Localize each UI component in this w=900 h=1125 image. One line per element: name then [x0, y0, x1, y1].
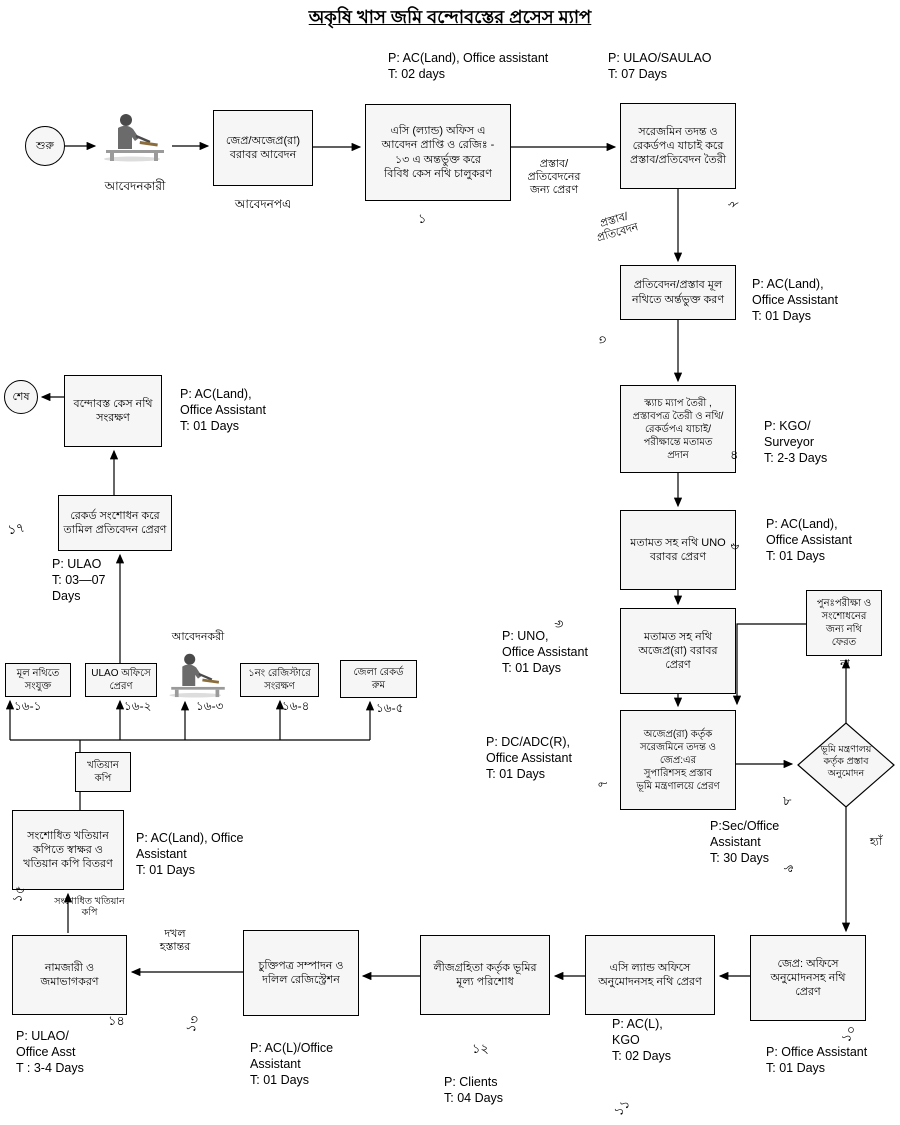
node-to-uno: মতামত সহ নথি UNO বরাবর প্রেরণ — [620, 510, 736, 590]
step-number-16-4: ১৬-৪ — [282, 699, 310, 713]
node-send-ulao: ULAO অফিসে প্রেরণ — [85, 663, 157, 697]
step-number-16-2: ১৬-২ — [124, 699, 152, 713]
node-report-attach: প্রতিবেদন/প্রস্তাব মূল নথিতে অর্ন্তভুক্ত… — [620, 265, 736, 320]
node-attach-main-file: মূল নথিতে সংযুক্ত — [5, 663, 71, 697]
edge-label-possession: দখল হস্তান্তর — [159, 928, 191, 954]
step-number-16-1: ১৬-১ — [14, 699, 42, 713]
step-number-17: ১৭ — [6, 519, 26, 538]
edge-label-no: না — [840, 658, 850, 670]
annotation-step7: P: DC/ADC(R), Office Assistant T: 01 Day… — [486, 735, 572, 781]
node-field-inquiry: সরেজমিন তদন্ত ও রেকর্ডপএ যাচাই করে প্রস্… — [620, 103, 736, 189]
node-application: জেপ্র/অজেপ্র(রা) বরাবর আবেদন — [213, 110, 313, 186]
end-node: শেষ — [4, 380, 38, 414]
node-khatiyan-sign: সংশোধিত খতিয়ান কপিতে স্বাক্ষর ও খতিয়ান… — [12, 810, 124, 890]
annotation-step10: P: Office Assistant T: 01 Days — [766, 1045, 868, 1075]
node-to-dc-office: জেপ্র: অফিসে অনুমোদনসহ নথি প্রেরণ — [750, 935, 866, 1021]
annotation-step4: P: KGO/ Surveyor T: 2-3 Days — [764, 419, 828, 465]
annotation-archive: P: AC(Land), Office Assistant T: 01 Days — [180, 387, 266, 433]
annotation-step5: P: AC(Land), Office Assistant T: 01 Days — [766, 517, 852, 563]
node-district-record: জেলা রেকর্ড রুম — [340, 660, 417, 698]
node-ministry-approval: ভূমি মন্ত্রণালয় কর্তৃক প্রস্তাব অনুমোদন — [820, 744, 872, 779]
annotation-step11: P: AC(L), KGO T: 02 Days — [612, 1017, 672, 1063]
application-form-label: আবেদনপএ — [234, 197, 292, 211]
node-mutation: নামজারী ও জমাভাগকরণ — [12, 935, 127, 1015]
node-record-correction: রেকর্ড সংশোধন করে তামিল প্রতিবেদন প্রেরণ — [58, 495, 172, 551]
node-deed-registration: চুক্তিপত্র সম্পাদন ও দলিল রেজিস্ট্রেশন — [243, 930, 359, 1016]
node-to-acland-office: এসি ল্যান্ড অফিসে অনুমোদনসহ নথি প্রেরণ — [585, 935, 715, 1015]
applicant-icon — [100, 110, 170, 162]
step-number-14: ১৪ — [108, 1013, 125, 1028]
node-khatiyan-copy: খতিয়ান কপি — [75, 752, 131, 792]
node-dc-proposal: অজেপ্র(রা) কর্তৃক সরেজমিনে তদন্ত ও জেপ্র… — [620, 710, 736, 810]
node-case-archive: বন্দোবস্ত কেস নথি সংরক্ষণ — [64, 375, 162, 447]
step-number-12: ১২ — [472, 1041, 489, 1056]
step-number-16-3: ১৬-৩ — [196, 699, 224, 713]
edge-label-corrected-khatiyan: সংশোধিত খতিয়ান কপি — [54, 896, 125, 919]
annotation-step17: P: ULAO T: 03—07 Days — [52, 557, 106, 603]
annotation-step13: P: AC(L)/Office Assistant T: 01 Days — [250, 1041, 334, 1087]
decision-diamond — [797, 722, 895, 808]
step-number-4: ৪ — [730, 447, 739, 462]
step-number-8: ৮ — [783, 793, 792, 808]
edge-label-send-for-proposal: প্রস্তাব/ প্রতিবেদনের জন্য প্রেরণ — [527, 158, 581, 197]
node-sketch-map: স্ক্যাচ ম্যাপ তৈরী , প্রস্তাবপত্র তৈরী ও… — [620, 385, 736, 473]
annotation-step3: P: AC(Land), Office Assistant T: 01 Days — [752, 277, 838, 323]
step-number-1: ১ — [418, 211, 427, 226]
applicant-icon — [165, 650, 231, 698]
applicant-label: আবেদনকারী — [104, 179, 166, 193]
annotation-step9: P:Sec/Office Assistant T: 30 Days — [710, 819, 780, 865]
step-number-16-5: ১৬-৫ — [376, 701, 404, 715]
node-register-one: ১নং রেজিস্টারে সংরক্ষণ — [240, 663, 319, 697]
node-to-adc: মতামত সহ নথি অজেপ্র(রা) বরাবর প্রেরণ — [620, 608, 736, 694]
annotation-step14: P: ULAO/ Office Asst T : 3-4 Days — [16, 1029, 84, 1075]
annotation-step15: P: AC(Land), Office Assistant T: 01 Days — [136, 831, 244, 877]
node-return-file: পুনঃপরীক্ষা ও সংশোধনের জন্য নথি ফেরত — [806, 590, 882, 656]
node-case-open: এসি (ল্যান্ড) অফিস এ আবেদন প্রাপ্তি ও রে… — [365, 104, 511, 201]
annotation-step6: P: UNO, Office Assistant T: 01 Days — [502, 629, 588, 675]
node-pay-price: লীজগ্রহিতা কর্তৃক ভূমির মূল্য পরিশোধ — [420, 935, 550, 1015]
annotation-step12: P: Clients T: 04 Days — [444, 1075, 504, 1105]
annotation-step1: P: AC(Land), Office assistant T: 02 days — [388, 51, 549, 81]
page-title: অকৃষি খাস জমি বন্দোবস্তের প্রসেস ম্যাপ — [308, 7, 592, 27]
edge-label-yes: হ্যাঁ — [869, 836, 883, 848]
annotation-step2: P: ULAO/SAULAO T: 07 Days — [608, 51, 712, 81]
start-node: শুরু — [25, 126, 65, 166]
applicant-mid-label: আবেদনকরী — [171, 631, 225, 643]
